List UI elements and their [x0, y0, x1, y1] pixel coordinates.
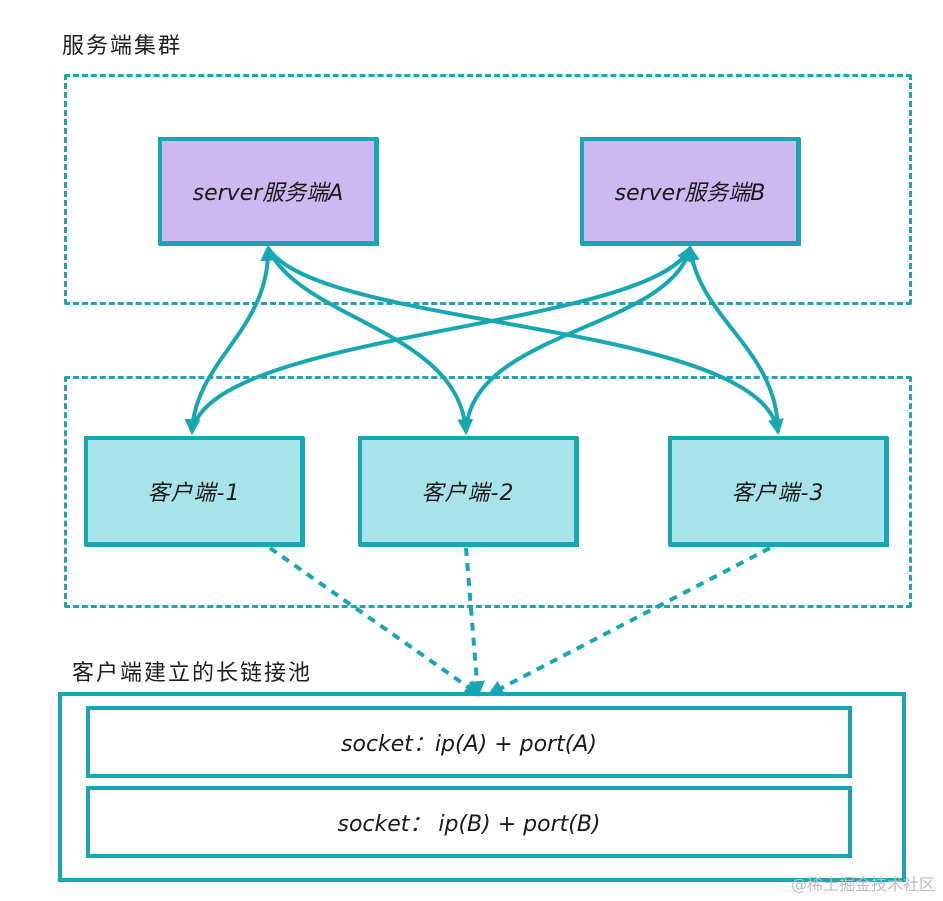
client-node-3[interactable]: 客户端-3 [668, 436, 888, 546]
pool-title: 客户端建立的长链接池 [72, 661, 313, 686]
client-node-2-label: 客户端-2 [421, 481, 515, 506]
server-node-a-label: server服务端A [192, 181, 344, 206]
server-node-b[interactable]: server服务端B [580, 137, 800, 245]
client-node-3-label: 客户端-3 [731, 481, 825, 506]
socket-row-b[interactable]: socket： ip(B) + port(B) [86, 786, 852, 858]
socket-row-b-label: socket： ip(B) + port(B) [337, 812, 601, 837]
client-node-2[interactable]: 客户端-2 [358, 436, 578, 546]
server-cluster-title: 服务端集群 [62, 34, 183, 59]
socket-row-a[interactable]: socket：ip(A) + port(A) [86, 706, 852, 778]
server-node-a[interactable]: server服务端A [158, 137, 378, 245]
watermark: @稀土掘金技术社区 [790, 875, 935, 894]
client-node-1[interactable]: 客户端-1 [84, 436, 304, 546]
socket-row-a-label: socket：ip(A) + port(A) [341, 732, 597, 757]
client-node-1-label: 客户端-1 [147, 481, 241, 506]
server-node-b-label: server服务端B [614, 181, 766, 206]
